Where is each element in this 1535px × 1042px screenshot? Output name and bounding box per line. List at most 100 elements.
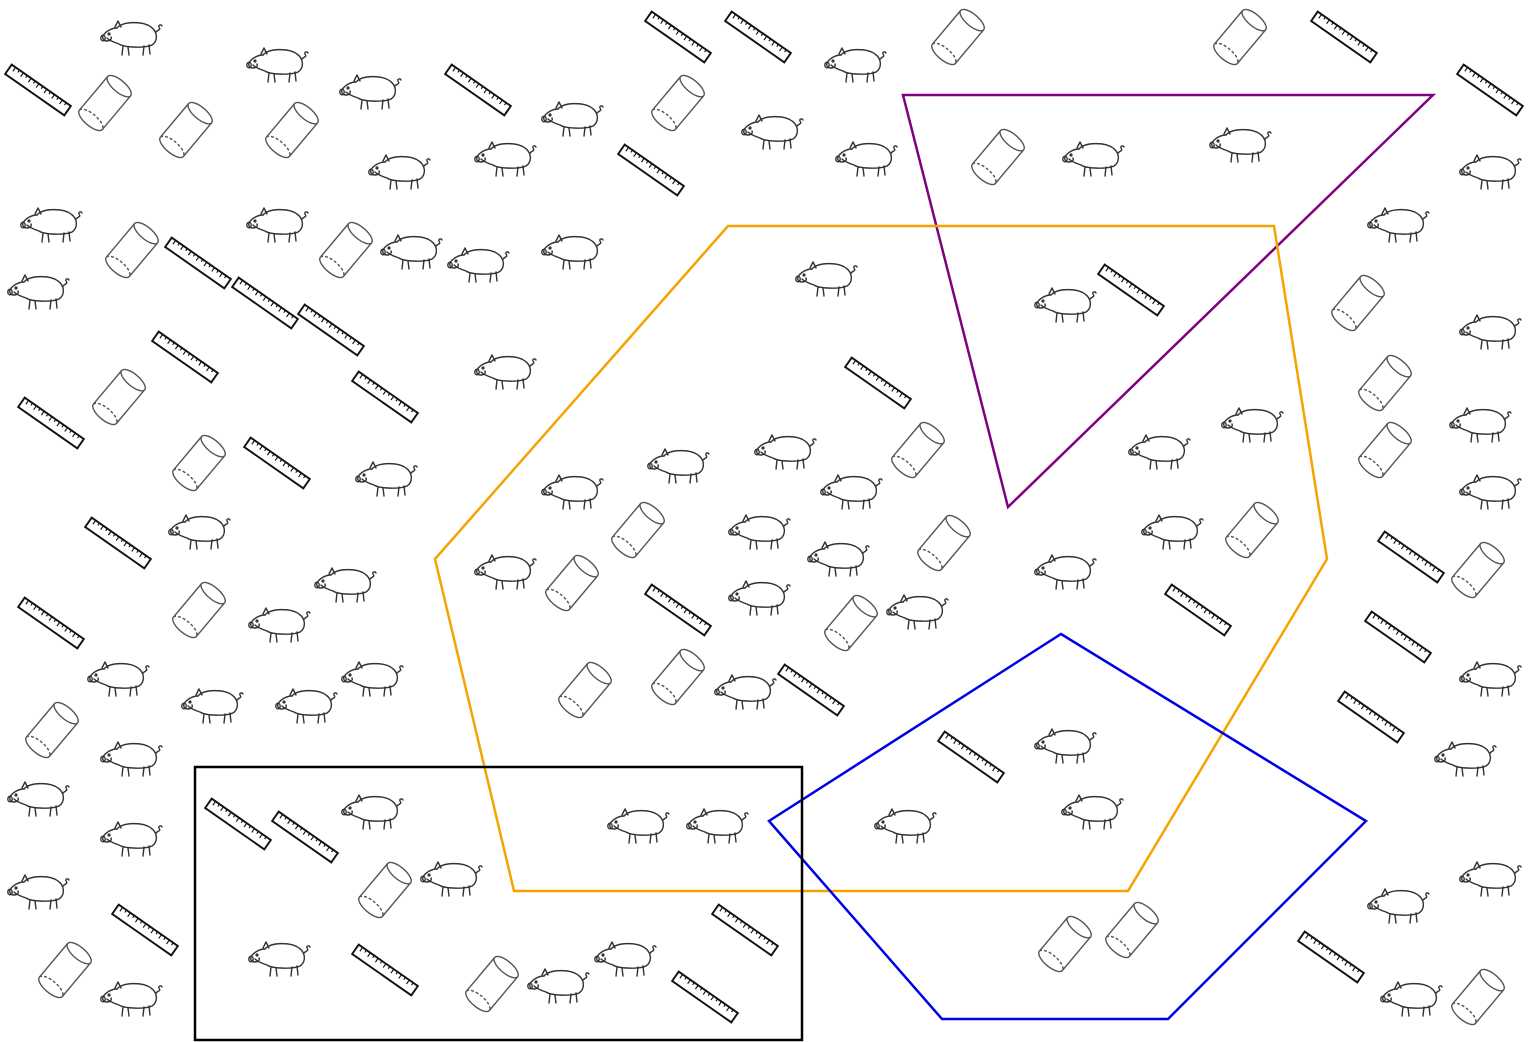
pig-icon [542,235,603,269]
cylinder-icon [1223,499,1282,561]
cylinder-icon [317,219,376,281]
pig-icon [1381,982,1442,1016]
cylinder-icon [90,366,149,428]
pig-icon [528,969,589,1003]
pig-icon [101,742,162,776]
ruler-icon [152,332,218,383]
pig-icon [687,809,748,843]
ruler-icon [1378,532,1444,583]
cylinder-icon [543,552,602,614]
cylinder-icon [915,512,974,574]
ruler-icon [18,598,84,649]
pig-icon [276,689,337,723]
pig-icon [742,115,803,149]
pig-icon [875,809,936,843]
cylinder-icon [822,592,881,654]
pig-icon [247,48,308,82]
pig-icon [715,675,776,709]
pig-icon [8,275,69,309]
pig-icon [1368,889,1429,923]
ruler-icon [5,65,71,116]
cylinder-icon [1356,352,1415,414]
ruler-icon [1457,65,1523,116]
pig-icon [1035,288,1096,322]
pig-icon [825,48,886,82]
pig-icon [340,75,401,109]
cylinder-icon [463,953,522,1015]
pig-icon [1035,555,1096,589]
scattered-objects [5,6,1523,1028]
cylinder-icon [889,419,948,481]
pig-icon [1062,795,1123,829]
pig-icon [1063,142,1124,176]
ruler-icon [1098,265,1164,316]
ruler-icon [645,585,711,636]
pig-icon [1210,128,1271,162]
pig-icon [8,782,69,816]
pig-icon [729,581,790,615]
cylinder-icon [649,72,708,134]
pig-icon [88,662,149,696]
ruler-icon [232,278,298,329]
cylinder-icon [170,579,229,641]
pig-icon [836,142,897,176]
pig-icon [21,208,82,242]
cylinder-icon [969,126,1028,188]
ruler-icon [1311,12,1377,63]
pig-icon [1460,155,1521,189]
pig-icon [1368,208,1429,242]
pig-icon [101,982,162,1016]
pig-icon [796,262,857,296]
pig-icon [755,435,816,469]
pig-icon [8,875,69,909]
pig-icon [369,155,430,189]
pig-icon [821,475,882,509]
pig-icon [1142,515,1203,549]
pig-icon [101,21,162,55]
ruler-icon [645,12,711,63]
pig-icon [595,942,656,976]
ruler-icon [165,238,231,289]
cylinder-icon [649,646,708,708]
pig-icon [542,102,603,136]
cylinder-icon [263,99,322,161]
ruler-icon [778,665,844,716]
pig-icon [475,355,536,389]
ruler-icon [352,372,418,423]
pig-icon [169,515,230,549]
ruler-icon [244,438,310,489]
pig-icon [247,208,308,242]
cylinder-icon [609,499,668,561]
ruler-icon [85,518,151,569]
pig-icon [1435,742,1496,776]
pig-icon [182,689,243,723]
pig-icon [475,555,536,589]
pig-icon [101,822,162,856]
cylinder-icon [1449,539,1508,601]
pig-icon [249,942,310,976]
pig-icon [249,608,310,642]
cylinder-icon [23,699,82,761]
pig-icon [342,795,403,829]
pig-icon [1450,408,1511,442]
ruler-icon [112,905,178,956]
cylinder-icon [929,6,988,68]
cylinder-icon [1449,966,1508,1028]
pig-icon [542,475,603,509]
ruler-icon [672,972,738,1023]
pig-icon [729,515,790,549]
pig-icon [475,142,536,176]
pig-icon [648,449,709,483]
pig-icon [421,862,482,896]
ruler-icon [18,398,84,449]
ruler-icon [445,65,511,116]
cylinder-icon [76,72,135,134]
pig-icon [381,235,442,269]
ruler-icon [298,305,364,356]
pig-icon [342,662,403,696]
cylinder-icon [1103,899,1162,961]
pig-icon [1460,862,1521,896]
cylinder-icon [556,659,615,721]
ruler-icon [1165,585,1231,636]
